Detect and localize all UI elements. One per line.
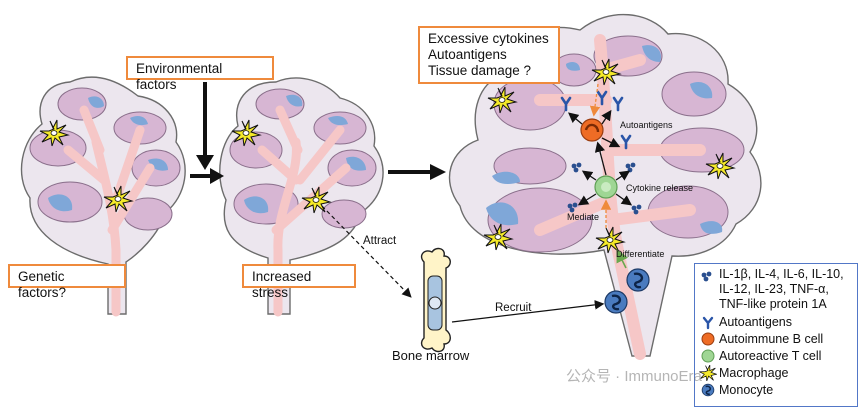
cytokine-release-label: Cytokine release — [626, 183, 693, 193]
t-cell-legend-icon — [701, 349, 715, 363]
bone-marrow-icon — [420, 247, 451, 353]
genetic-factors-text: Genetic factors? — [18, 269, 67, 300]
environmental-factors-box: Environmental factors — [126, 56, 274, 92]
outcome-autoantigens: Autoantigens — [428, 47, 507, 62]
legend-macrophage: Macrophage — [719, 366, 789, 380]
legend: IL-1β, IL-4, IL-6, IL-10, IL-12, IL-23, … — [694, 263, 858, 407]
environmental-factors-text: Environmental factors — [136, 61, 223, 92]
genetic-factors-box: Genetic factors? — [8, 264, 126, 300]
legend-t-cell: Autoreactive T cell — [719, 349, 822, 363]
gland-autoimmune — [448, 13, 762, 360]
b-cell-legend-icon — [701, 332, 715, 346]
legend-cytokines-line-3: TNF-like protein 1A — [719, 297, 827, 311]
legend-monocyte: Monocyte — [719, 383, 774, 397]
gland-healthy — [20, 76, 186, 317]
differentiate-label: Differentiate — [616, 249, 664, 259]
macrophage-legend-icon — [699, 365, 717, 381]
legend-cytokines-line-2: IL-12, IL-23, TNF-α, — [719, 282, 829, 296]
autoantigens-label: Autoantigens — [620, 120, 673, 130]
legend-cytokines-line-1: IL-1β, IL-4, IL-6, IL-10, — [719, 267, 844, 281]
outcomes-box: Excessive cytokines Autoantigens Tissue … — [418, 26, 560, 84]
outcome-tissue-damage: Tissue damage ? — [428, 63, 532, 78]
autoreactive-t-cell-icon — [594, 175, 618, 199]
increased-stress-box: Increased stress — [242, 264, 356, 300]
monocyte-legend-icon — [701, 383, 715, 397]
mediate-label: Mediate — [567, 212, 599, 222]
monocyte-icon — [603, 289, 629, 315]
monocyte-icon — [625, 267, 651, 293]
outcome-cytokines: Excessive cytokines — [428, 31, 549, 46]
autoimmune-b-cell-icon — [580, 118, 604, 142]
cytokine-legend-icon — [701, 271, 712, 282]
increased-stress-text: Increased stress — [252, 269, 312, 300]
progression-arrows — [190, 82, 446, 184]
autoantigen-legend-icon — [702, 316, 714, 330]
watermark: 公众号 · ImmunoEra — [566, 368, 702, 385]
gland-stressed — [219, 77, 384, 317]
bone-marrow-label: Bone marrow — [392, 348, 470, 363]
recruit-label: Recruit — [495, 302, 532, 314]
legend-b-cell: Autoimmune B cell — [719, 332, 824, 346]
legend-autoantigens: Autoantigens — [719, 315, 792, 329]
attract-label: Attract — [363, 235, 397, 247]
recruit-arrow — [451, 300, 605, 323]
